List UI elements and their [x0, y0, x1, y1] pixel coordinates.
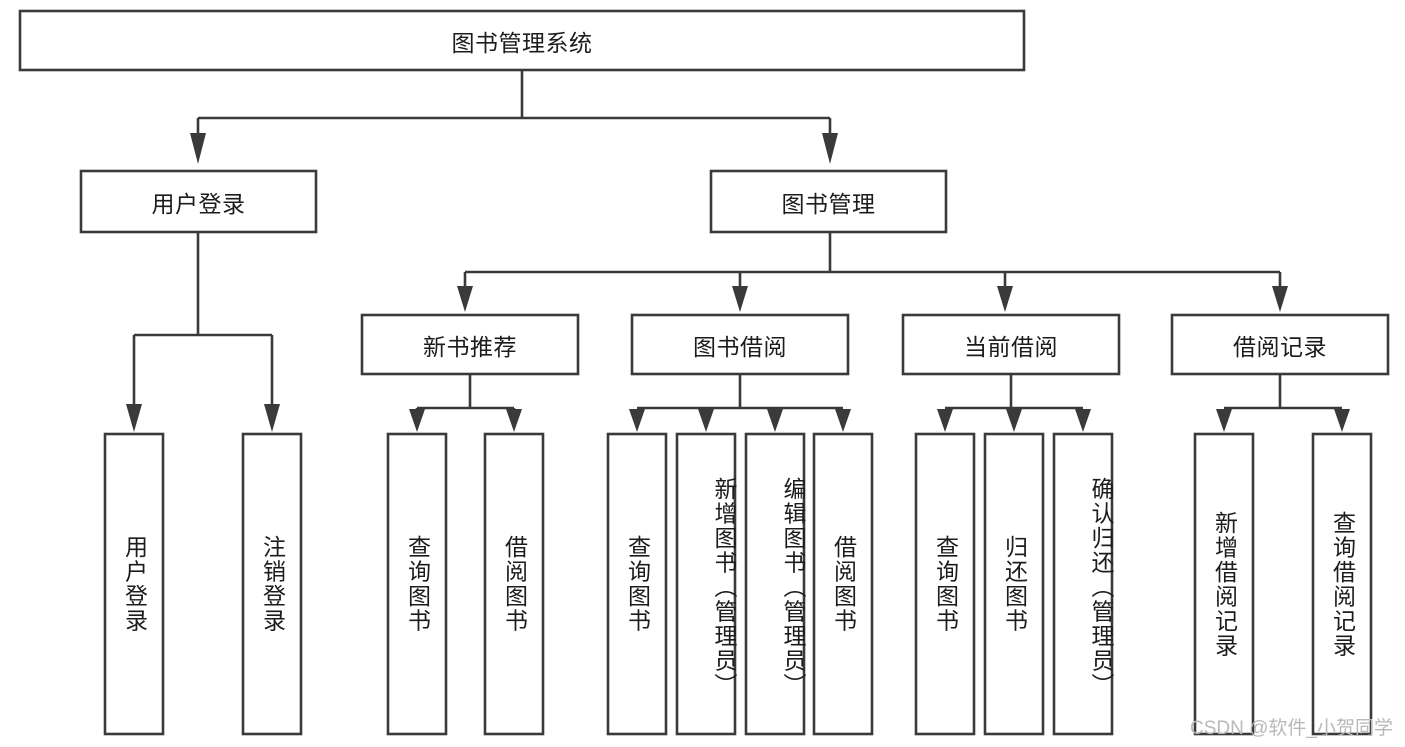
arrow-head-leaf-query-book-recommend: [409, 409, 425, 432]
connector-group-borrow-record: [1216, 374, 1350, 432]
arrow-head-leaf-query-book-borrow: [629, 409, 645, 432]
arrow-head-leaf-return-book: [1006, 409, 1022, 432]
connector-group-book-borrow: [629, 374, 851, 432]
node-box-leaf-query-borrow-record[interactable]: [1311, 432, 1373, 736]
connector-group-root: [190, 70, 838, 164]
node-box-leaf-query-book-current[interactable]: [914, 432, 976, 736]
arrow-head-leaf-add-borrow-record: [1216, 409, 1232, 432]
arrow-head-book-borrow: [732, 286, 748, 312]
node-box-leaf-logout[interactable]: [241, 432, 303, 736]
arrow-head-borrow-record: [1272, 286, 1288, 312]
connector-group-current-borrow: [937, 374, 1091, 432]
node-box-leaf-confirm-return-admin[interactable]: [1052, 432, 1114, 736]
arrow-head-leaf-user-login: [126, 404, 142, 432]
arrow-head-leaf-borrow-book: [835, 409, 851, 432]
node-box-leaf-add-borrow-record[interactable]: [1193, 432, 1255, 736]
arrow-head-leaf-borrow-book-recommend: [506, 409, 522, 432]
arrow-head-leaf-edit-book-admin: [767, 409, 783, 432]
node-box-current-borrow[interactable]: [901, 313, 1121, 376]
connector-group-new-book-recommend: [409, 374, 522, 432]
arrow-head-leaf-confirm-return-admin: [1075, 409, 1091, 432]
node-box-user-login[interactable]: [79, 169, 318, 234]
node-box-leaf-user-login[interactable]: [103, 432, 165, 736]
node-box-leaf-add-book-admin[interactable]: [675, 432, 737, 736]
node-box-root[interactable]: [18, 9, 1026, 72]
node-box-leaf-edit-book-admin[interactable]: [744, 432, 806, 736]
connector-group-user-login: [126, 232, 280, 432]
arrow-head-leaf-query-book-current: [937, 409, 953, 432]
node-box-book-borrow[interactable]: [630, 313, 850, 376]
node-box-leaf-query-book-borrow[interactable]: [606, 432, 668, 736]
node-box-borrow-record[interactable]: [1170, 313, 1390, 376]
node-box-leaf-borrow-book[interactable]: [812, 432, 874, 736]
node-box-leaf-borrow-book-recommend[interactable]: [483, 432, 545, 736]
arrow-head-user-login: [190, 133, 206, 164]
node-box-leaf-query-book-recommend[interactable]: [386, 432, 448, 736]
arrow-head-book-management: [822, 133, 838, 164]
arrow-head-leaf-query-borrow-record: [1334, 409, 1350, 432]
node-box-book-management[interactable]: [709, 169, 948, 234]
node-box-leaf-return-book[interactable]: [983, 432, 1045, 736]
arrow-head-current-borrow: [997, 286, 1013, 312]
arrow-head-new-book-recommend: [457, 286, 473, 312]
arrow-head-leaf-add-book-admin: [698, 409, 714, 432]
arrow-head-leaf-logout: [264, 404, 280, 432]
connector-group-book-management: [457, 232, 1288, 312]
node-box-new-book-recommend[interactable]: [360, 313, 580, 376]
